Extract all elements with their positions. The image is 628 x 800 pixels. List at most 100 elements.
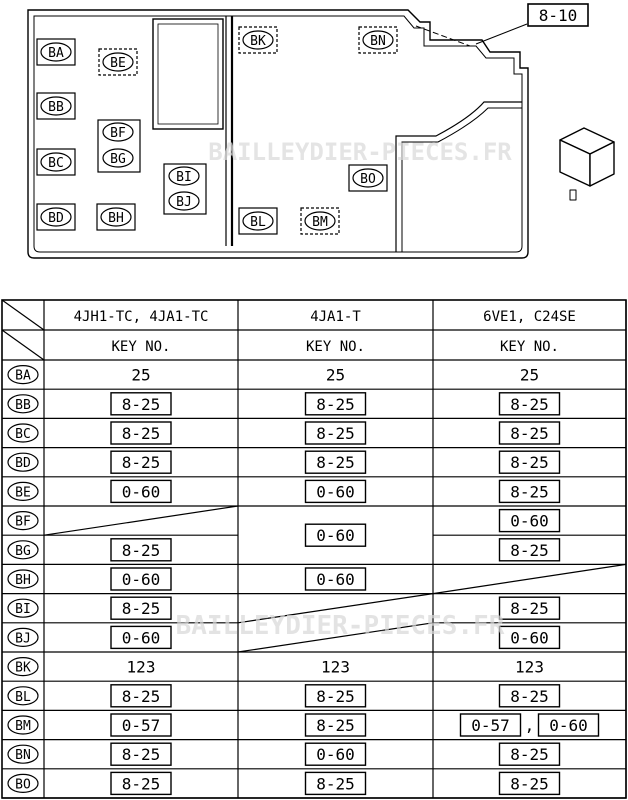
key-value[interactable]: 0-57 (110, 713, 172, 737)
key-value[interactable]: 8-25 (498, 596, 561, 620)
position-label-bn[interactable]: BN (358, 26, 398, 54)
key-value[interactable]: 0-60 (498, 508, 561, 533)
position-label-bg[interactable]: BG (102, 148, 134, 168)
ref-number: 0-57 (471, 716, 510, 735)
column-engine-header: 4JH1-TC, 4JA1-TC (74, 309, 209, 325)
position-label-bb[interactable]: BB (36, 92, 76, 120)
relay-icon (559, 127, 615, 201)
position-label-bc[interactable]: BC (36, 148, 76, 176)
separator: , (525, 716, 535, 735)
key-value[interactable]: 8-25 (304, 684, 367, 708)
row-code-bk: BK (7, 656, 39, 677)
position-label-ba[interactable]: BA (36, 38, 76, 66)
ref-number: 8-25 (316, 395, 355, 414)
row-code: BE (15, 485, 31, 500)
key-value[interactable]: 8-25 (498, 538, 561, 562)
ref-number: 0-60 (510, 628, 549, 647)
key-number: 25 (520, 366, 539, 385)
key-value[interactable]: 8-25 (498, 450, 561, 474)
ref-label[interactable]: 8-10 (539, 6, 578, 25)
key-value[interactable]: 8-25 (110, 392, 172, 416)
key-value[interactable]: 0-60 (110, 625, 172, 650)
ref-number: 8-25 (510, 541, 549, 560)
position-label-bf[interactable]: BF (102, 122, 134, 142)
key-value[interactable]: 25 (326, 366, 345, 385)
key-value[interactable]: 8-25 (498, 742, 561, 766)
column-key-header: KEY NO. (500, 339, 559, 355)
ref-number: 8-25 (316, 716, 355, 735)
position-code: BH (108, 211, 124, 226)
ref-number: 8-25 (316, 774, 355, 793)
key-value[interactable]: 0-60 (304, 523, 367, 547)
key-value[interactable]: 8-25 (304, 450, 367, 474)
row-code-bo: BO (7, 773, 39, 794)
position-label-bk[interactable]: BK (238, 26, 278, 54)
position-code: BA (48, 46, 64, 61)
key-value[interactable]: 8-25 (304, 713, 367, 737)
position-label-be[interactable]: BE (98, 48, 138, 76)
key-value[interactable]: 0-60 (110, 567, 172, 591)
key-value[interactable]: 8-25 (110, 742, 172, 766)
ref-number: 0-60 (316, 526, 355, 545)
row-code: BA (15, 369, 31, 384)
position-label-bj[interactable]: BJ (168, 191, 200, 211)
position-code: BE (110, 56, 126, 71)
key-value[interactable]: 8-25 (304, 421, 367, 445)
row-code-bm: BM (7, 715, 39, 735)
key-value[interactable]: 8-25 (110, 421, 172, 445)
position-label-bm[interactable]: BM (300, 207, 340, 235)
ref-number: 0-60 (316, 745, 355, 764)
key-value[interactable]: 123 (321, 658, 350, 677)
key-value[interactable]: 8-25 (498, 479, 561, 504)
key-value[interactable]: 123 (127, 658, 156, 677)
key-value[interactable]: 8-25 (498, 421, 561, 445)
row-code: BD (15, 456, 31, 471)
position-label-bh[interactable]: BH (96, 203, 136, 231)
key-value[interactable]: 8-25 (110, 684, 172, 708)
key-value[interactable]: 0-60 (304, 479, 367, 504)
key-value[interactable]: 8-25 (498, 771, 561, 796)
key-value[interactable]: 8-25 (110, 596, 172, 620)
key-table-grid (1, 299, 627, 799)
ref-number: 8-25 (510, 745, 549, 764)
key-value[interactable]: 8-25 (110, 450, 172, 474)
key-value[interactable]: 8-25 (110, 771, 172, 796)
key-value[interactable]: 8-25 (110, 538, 172, 562)
key-value[interactable]: 0-60 (110, 479, 172, 504)
key-value[interactable]: 0-57, 0-60 (459, 713, 600, 737)
row-code-be: BE (7, 481, 39, 501)
column-engine-header: 6VE1, C24SE (483, 309, 576, 325)
key-value[interactable]: 8-25 (304, 771, 367, 796)
key-value[interactable]: 123 (515, 658, 544, 677)
row-code: BN (15, 748, 31, 763)
position-label-bi[interactable]: BI (168, 166, 200, 186)
key-value[interactable]: 0-60 (304, 742, 367, 766)
position-code: BK (250, 34, 266, 49)
key-value[interactable]: 25 (520, 366, 539, 385)
key-number: 123 (321, 658, 350, 677)
row-code: BJ (15, 631, 31, 646)
key-value[interactable]: 8-25 (498, 392, 561, 416)
key-value[interactable]: 0-60 (498, 625, 561, 650)
row-code: BH (15, 573, 31, 588)
position-label-bd[interactable]: BD (36, 203, 76, 231)
ref-number: 0-60 (510, 512, 549, 531)
watermark-bottom: BAILLEYDIER-PIECES.FR (176, 611, 505, 641)
key-value[interactable]: 8-25 (304, 392, 367, 416)
row-code-bd: BD (7, 452, 39, 472)
ref-number: 8-25 (122, 541, 161, 560)
key-number: 25 (131, 366, 150, 385)
column-engine-header: 4JA1-T (310, 309, 361, 325)
ref-number: 0-60 (549, 716, 588, 735)
row-code-bj: BJ (7, 627, 39, 648)
key-value[interactable]: 8-25 (498, 684, 561, 708)
key-value[interactable]: 0-60 (304, 567, 367, 591)
ref-number: 8-25 (122, 424, 161, 443)
key-value[interactable]: 25 (131, 366, 150, 385)
ref-number: 0-60 (316, 482, 355, 501)
ref-number: 0-60 (122, 482, 161, 501)
position-label-bl[interactable]: BL (238, 207, 278, 235)
position-label-bo[interactable]: BO (348, 164, 388, 192)
position-code: BD (48, 211, 64, 226)
ref-label-group: 8-10 (475, 3, 589, 45)
